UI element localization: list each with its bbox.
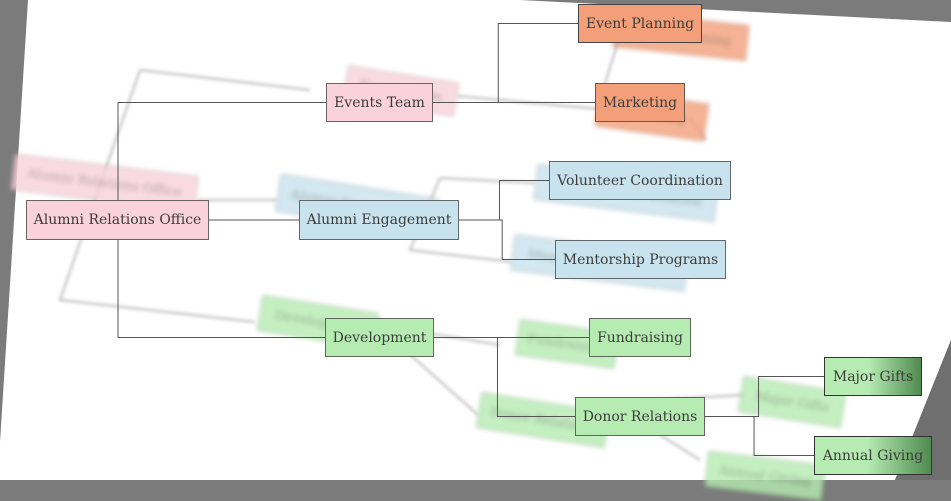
connector-root-events	[117, 102, 326, 200]
node-donor-relations[interactable]: Donor Relations	[575, 397, 705, 436]
node-major-gifts[interactable]: Major Gifts	[824, 357, 922, 396]
node-alumni-relations-office[interactable]: Alumni Relations Office	[26, 200, 209, 240]
node-fundraising[interactable]: Fundraising	[589, 318, 691, 357]
connector-donor-annual_giving	[705, 416, 814, 456]
node-volunteer-coordination[interactable]: Volunteer Coordination	[549, 161, 731, 200]
node-alumni-engagement[interactable]: Alumni Engagement	[299, 200, 459, 240]
node-mentorship-programs[interactable]: Mentorship Programs	[555, 240, 726, 279]
ghost-connector-1	[58, 69, 256, 323]
connector-engagement-volunteer	[459, 180, 549, 221]
node-annual-giving[interactable]: Annual Giving	[814, 436, 932, 475]
node-development[interactable]: Development	[325, 318, 434, 357]
connector-events-event_planning	[433, 23, 578, 103]
connector-development-donor	[434, 337, 575, 417]
ghost-connector-4	[439, 177, 536, 184]
node-events-team[interactable]: Events Team	[326, 83, 433, 122]
node-event-planning[interactable]: Event Planning	[578, 4, 702, 43]
connector-root-development	[117, 240, 325, 338]
node-marketing[interactable]: Marketing	[595, 83, 685, 122]
ghost-connector-0	[139, 69, 311, 91]
connector-layer	[117, 23, 824, 456]
connector-engagement-mentorship	[459, 219, 555, 260]
connector-donor-major_gifts	[705, 376, 824, 417]
